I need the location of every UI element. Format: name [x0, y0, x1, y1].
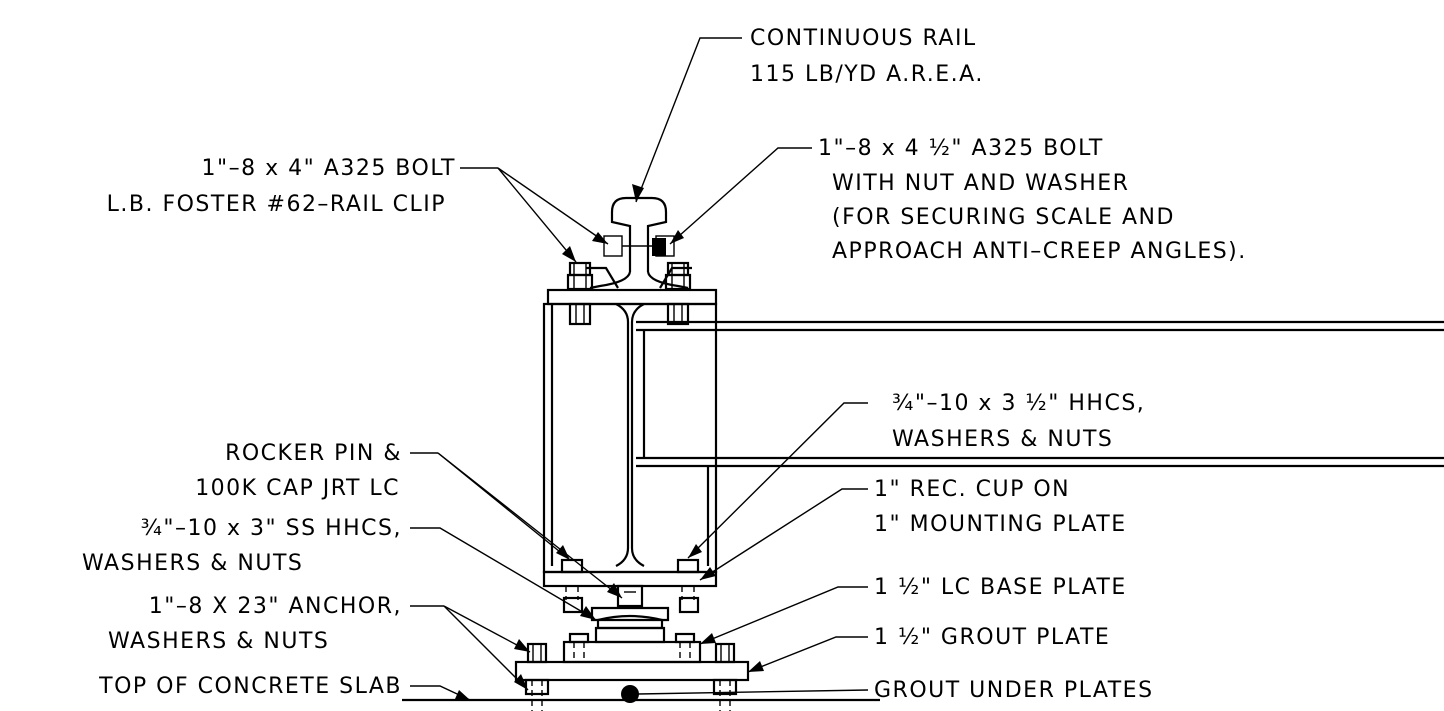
label-grout-under: GROUT UNDER PLATES [874, 678, 1154, 703]
label-line: ROCKER PIN & [225, 441, 402, 466]
label-hhcs-3-5: ¾"–10 x 3 ½" HHCS, WASHERS & NUTS [892, 391, 1145, 452]
label-ss-hhcs: ¾"–10 x 3" SS HHCS, WASHERS & NUTS [82, 516, 402, 576]
label-line: WASHERS & NUTS [892, 427, 1113, 452]
label-lc-base: 1 ½" LC BASE PLATE [874, 575, 1127, 600]
top-bolts [566, 261, 692, 326]
label-rocker-pin: ROCKER PIN & 100K CAP JRT LC [195, 441, 402, 501]
grout-plate [514, 660, 750, 682]
label-line: 1"–8 x 4" A325 BOLT [202, 156, 456, 181]
rail-clips [586, 235, 692, 289]
label-line: WASHERS & NUTS [82, 551, 303, 576]
label-line: CONTINUOUS RAIL [750, 26, 977, 51]
label-line: 1" MOUNTING PLATE [874, 512, 1127, 537]
label-line: ¾"–10 x 3 ½" HHCS, [892, 391, 1145, 416]
rail [589, 196, 689, 290]
label-anchor: 1"–8 X 23" ANCHOR, WASHERS & NUTS [108, 594, 402, 654]
grout-symbol [621, 685, 639, 703]
label-concrete-slab: TOP OF CONCRETE SLAB [98, 674, 402, 699]
label-line: 1" REC. CUP ON [874, 477, 1070, 502]
label-rec-cup: 1" REC. CUP ON 1" MOUNTING PLATE [874, 477, 1127, 537]
top-plate [546, 288, 718, 306]
label-line: (FOR SECURING SCALE AND [832, 205, 1175, 230]
label-line: APPROACH ANTI–CREEP ANGLES). [832, 239, 1247, 264]
rocker-pin-load-cell [590, 584, 670, 644]
label-grout-plate: 1 ½" GROUT PLATE [874, 625, 1110, 650]
lc-base-plate [562, 632, 702, 664]
label-line: 1"–8 x 4 ½" A325 BOLT [818, 136, 1104, 161]
horizontal-beam [636, 320, 1444, 468]
label-bolt-4-5: 1"–8 x 4 ½" A325 BOLT WITH NUT AND WASHE… [818, 136, 1247, 264]
label-line: WASHERS & NUTS [108, 629, 329, 654]
label-line: 1"–8 X 23" ANCHOR, [149, 594, 402, 619]
label-bolt-4: 1"–8 x 4" A325 BOLT L.B. FOSTER #62–RAIL… [107, 156, 456, 217]
label-line: ¾"–10 x 3" SS HHCS, [141, 516, 402, 541]
leader-lines [410, 37, 869, 701]
label-continuous-rail: CONTINUOUS RAIL 115 LB/YD A.R.E.A. [750, 26, 984, 87]
label-line: WITH NUT AND WASHER [832, 171, 1129, 196]
label-line: 100K CAP JRT LC [195, 476, 400, 501]
label-line: 1 ½" LC BASE PLATE [874, 575, 1127, 600]
vertical-beam [542, 302, 718, 574]
label-line: GROUT UNDER PLATES [874, 678, 1154, 703]
label-line: 115 LB/YD A.R.E.A. [750, 62, 984, 87]
label-line: 1 ½" GROUT PLATE [874, 625, 1110, 650]
label-line: L.B. FOSTER #62–RAIL CLIP [107, 192, 446, 217]
label-line: TOP OF CONCRETE SLAB [98, 674, 402, 699]
